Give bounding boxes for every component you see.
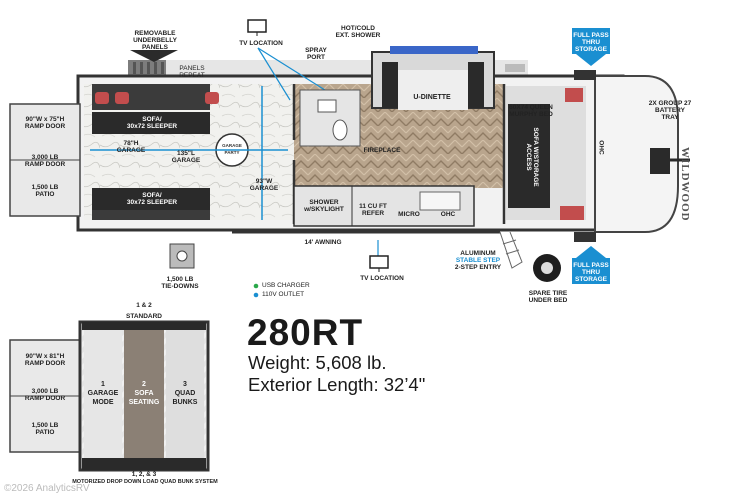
inset-ramp-door-label: 90"W x 81"H RAMP DOOR (24, 353, 66, 367)
garage-height-label: 78"H GARAGE (116, 140, 146, 154)
tv-location-top-label: TV LOCATION (239, 40, 283, 47)
length-spec: Exterior Length: 32’4" (248, 374, 426, 395)
battery-tray-label: 2X GROUP 27 BATTERY TRAY (648, 100, 692, 121)
murphy-bed-label: 60X74 QUEEN MURPHY BED (509, 104, 553, 118)
tie-downs-label: 1,500 LB TIE-DOWNS (161, 276, 199, 290)
brand-logo: WILDWOOD (679, 147, 691, 222)
fireplace-label: FIREPLACE (363, 147, 401, 154)
aluminum-label: ALUMINUM (460, 250, 496, 257)
outlet-legend-dot (253, 292, 259, 298)
full-pass-top-label: FULL PASS THRU STORAGE (573, 32, 609, 53)
inset-header-standard: STANDARD (126, 313, 162, 320)
tv-icon-bottom (369, 255, 389, 272)
sofa-bottom-label: SOFA/ 30x72 SLEEPER (126, 192, 178, 206)
garage-width-label: 93"W GARAGE (249, 178, 279, 192)
spray-port-label: SPRAY PORT (305, 47, 327, 61)
inset-footer-system: MOTORIZED DROP DOWN LOAD QUAD BUNK SYSTE… (72, 479, 218, 485)
usb-charger-label: USB CHARGER (262, 282, 310, 289)
full-pass-bottom-label: FULL PASS THRU STORAGE (573, 262, 609, 283)
inset-footer-modes: 1, 2, & 3 (131, 471, 157, 478)
inset-diagram (9, 320, 210, 472)
inset-mode-bunks: 3 QUAD BUNKS (172, 381, 198, 406)
copyright-watermark: ©2026 AnalyticsRV (4, 483, 90, 494)
usb-legend-dot (253, 283, 259, 289)
outlet-label: 110V OUTLET (262, 291, 305, 298)
model-title: 280RT (247, 312, 364, 353)
sofa-bottom (92, 188, 210, 210)
step-entry-label: 2-STEP ENTRY (454, 264, 502, 271)
upper-bunk (92, 84, 210, 110)
spare-tire-label: SPARE TIRE UNDER BED (528, 290, 568, 304)
sofa-top-label: SOFA/ 30x72 SLEEPER (126, 116, 178, 130)
garage-length-label: 135"L GARAGE (171, 150, 201, 164)
shower-label: SHOWER w/SKYLIGHT (304, 199, 344, 213)
murphy-bed-sofa (508, 104, 550, 208)
awning-label: 14' AWNING (304, 239, 342, 246)
ohc-bedroom-label: OHC (597, 140, 605, 155)
ramp-door-capacity-label: 3,000 LB RAMP DOOR (24, 154, 66, 168)
full-pass-bottom-box (572, 258, 610, 284)
inset-mode-sofa: 2 SOFA SEATING (128, 381, 160, 406)
micro-label: MICRO (398, 211, 420, 218)
inset-patio-label: 1,500 LB PATIO (31, 422, 59, 436)
inset-mode-garage: 1 GARAGE MODE (87, 381, 119, 406)
tv-icon-top (247, 19, 267, 36)
panels-repeat-label: PANELS REPEAT (179, 65, 205, 79)
sofa-top (92, 112, 210, 134)
ramp-door-size-label: 90"W x 75"H RAMP DOOR (24, 116, 66, 130)
bathroom (299, 89, 361, 147)
inset-ramp-capacity-label: 3,000 LB RAMP DOOR (24, 388, 66, 402)
ext-shower-label: HOT/COLD EXT. SHOWER (335, 25, 381, 39)
garage-party-label: GARAGE PARTY (222, 143, 242, 155)
weight-spec: Weight: 5,608 lb. (248, 352, 387, 373)
refer-label: 11 CU FT REFER (359, 203, 387, 217)
u-dinette-label: U-DINETTE (413, 94, 451, 101)
garage-dimension-lines (90, 86, 288, 220)
stable-step-label: STABLE STEP (455, 257, 501, 264)
ohc-kitchen-label: OHC (440, 211, 456, 218)
tv-location-bottom-label: TV LOCATION (360, 275, 404, 282)
panels-arrow-icon (130, 50, 178, 62)
entry-steps (499, 231, 523, 269)
battery-icon (650, 148, 670, 174)
sofa-storage-label: SOFA W/STORAGE ACCESS (525, 127, 539, 187)
inset-header-modes: 1 & 2 (136, 302, 152, 309)
patio-capacity-label: 1,500 LB PATIO (31, 184, 59, 198)
full-pass-top-box (572, 28, 610, 54)
removable-panels-label: REMOVABLE UNDERBELLY PANELS (133, 30, 177, 51)
